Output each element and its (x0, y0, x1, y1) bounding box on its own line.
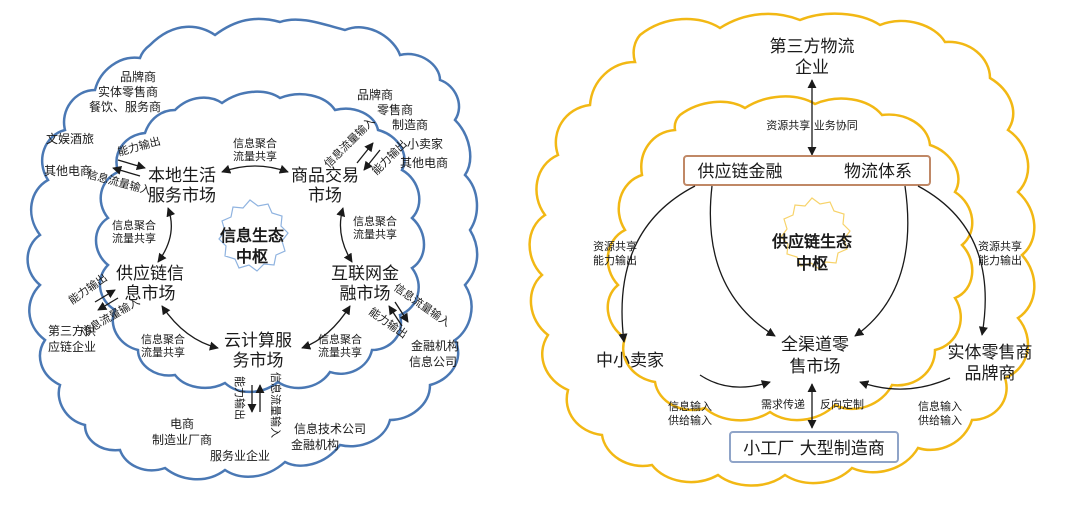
exchange-bottom: 能力输出 信息流量输入 (233, 372, 283, 438)
finance-market-1: 互联网金 (331, 264, 399, 284)
participant-service-co: 服务业企业 (210, 448, 270, 463)
left-center-label-2: 中枢 (236, 247, 268, 266)
finance-logistics-box (683, 155, 931, 186)
right-outer-boundary (528, 12, 1036, 487)
link-right-1: 信息聚合 (353, 214, 397, 228)
left-share-2: 能力输出 (593, 253, 637, 267)
arrow-box-smallseller (618, 185, 696, 343)
info-in-right-2: 供给输入 (918, 413, 962, 427)
box-supply-finance: 供应链金融 (698, 162, 783, 182)
right-center-label-1: 供应链生态 (771, 232, 852, 251)
finance-market-2: 融市场 (340, 284, 391, 304)
commodity-market-1: 商品交易 (291, 166, 359, 186)
supply-info-market-2: 息市场 (125, 284, 176, 304)
participant-tr-1: 品牌商 (357, 87, 393, 102)
participant-tl-3: 餐饮、服务商 (89, 99, 161, 114)
factory-box (729, 431, 899, 463)
info-in-left-2: 供给输入 (668, 413, 712, 427)
arrow-smallseller-omni (699, 374, 771, 389)
participant-tr-3: 制造商 (392, 117, 428, 132)
arrow-finance-cloud (301, 305, 351, 350)
link-left-2: 流量共享 (112, 231, 156, 245)
right-ecosystem: 供应链生态 中枢 第三方物流 企业 资源共享 业务协同 供应链金融 物流体系 全… (528, 12, 1036, 487)
link-top-1: 信息聚合 (233, 136, 277, 150)
participant-info-company: 信息公司 (409, 354, 457, 369)
demand-label: 需求传递 (761, 397, 805, 411)
participant-other-ecom-right: 其他电商 (400, 155, 448, 170)
right-center-label-2: 中枢 (796, 254, 828, 273)
participant-small-seller: 小卖家 (407, 136, 443, 151)
logistics-company-1: 第三方物流 (770, 37, 855, 57)
link-bottom-right-2: 流量共享 (318, 345, 362, 359)
participant-ecommerce: 电商 (170, 416, 194, 431)
factory-label: 小工厂 大型制造商 (743, 439, 884, 459)
omni-market-1: 全渠道零 (781, 335, 849, 355)
participant-manufacturer: 制造业厂商 (152, 432, 212, 447)
participant-third-party-2: 应链企业 (48, 339, 96, 354)
link-bottom-left-2: 流量共享 (141, 345, 185, 359)
arrow-local-supply (157, 207, 176, 263)
participant-finance-inst-2: 金融机构 (291, 437, 339, 452)
small-seller-node: 中小卖家 (596, 351, 664, 371)
omni-market-2: 售市场 (790, 357, 841, 377)
right-share-1: 资源共享 (978, 239, 1022, 253)
arrow-box-retail (917, 185, 988, 336)
retail-brand-node-1: 实体零售商 (948, 343, 1033, 363)
link-bottom-left-1: 信息聚合 (141, 332, 185, 346)
participant-finance-inst: 金融机构 (411, 338, 459, 353)
top-link-label: 资源共享 业务协同 (766, 118, 858, 132)
commodity-market-2: 市场 (308, 186, 342, 206)
left-share-1: 资源共享 (593, 239, 637, 253)
exchange-tr-traffic: 信息流量输入 (321, 114, 378, 171)
left-inner-boundary (94, 90, 426, 394)
link-right-2: 流量共享 (353, 227, 397, 241)
link-left-1: 信息聚合 (112, 218, 156, 232)
info-in-right-1: 信息输入 (918, 399, 962, 413)
arrow-supply-cloud (161, 305, 219, 351)
link-bottom-right-1: 信息聚合 (318, 332, 362, 346)
left-hub-outline (218, 199, 289, 272)
arrow-local-commodity (221, 164, 289, 174)
logistics-company-2: 企业 (795, 58, 829, 78)
exchange-r-capability: 能力输出 (366, 304, 410, 341)
cloud-market-2: 务市场 (233, 351, 284, 371)
right-hub-outline (780, 197, 851, 270)
arrow-retail-omni (859, 377, 951, 390)
reverse-label: 反向定制 (820, 397, 864, 411)
participant-other-ecom-left: 其他电商 (44, 163, 92, 178)
participant-info-tech: 信息技术公司 (294, 421, 366, 436)
participant-third-party-1: 第三方供 (48, 323, 96, 338)
box-logistics: 物流体系 (844, 162, 912, 182)
participant-tl-2: 实体零售商 (98, 84, 158, 99)
link-top-2: 流量共享 (233, 149, 277, 163)
exchange-tl-capability: 能力输出 (116, 134, 162, 159)
right-share-2: 能力输出 (978, 253, 1022, 267)
retail-brand-node-2: 品牌商 (965, 364, 1016, 384)
cloud-market-1: 云计算服 (224, 331, 292, 351)
exchange-b-traffic: 信息流量输入 (269, 372, 283, 438)
local-life-market-2: 服务市场 (148, 186, 216, 206)
participant-tl-1: 品牌商 (120, 69, 156, 84)
arrow-box-omni-left (709, 185, 776, 337)
left-center-label-1: 信息生态 (220, 226, 284, 245)
supply-info-market-1: 供应链信 (116, 264, 184, 284)
arrow-box-omni-right (854, 185, 909, 337)
left-outer-boundary (26, 17, 479, 481)
local-life-market-1: 本地生活 (148, 166, 216, 186)
participant-culture: 文娱酒旅 (46, 131, 94, 146)
exchange-b-capability: 能力输出 (233, 376, 247, 420)
participant-tr-2: 零售商 (377, 102, 413, 117)
left-ecosystem: 信息生态 中枢 本地生活 服务市场 商品交易 市场 供应链信 息市场 互联网金 … (26, 17, 479, 481)
exchange-l-capability: 能力输出 (66, 270, 110, 307)
info-in-left-1: 信息输入 (668, 399, 712, 413)
arrow-commodity-finance (336, 207, 353, 263)
right-inner-boundary (606, 95, 974, 422)
